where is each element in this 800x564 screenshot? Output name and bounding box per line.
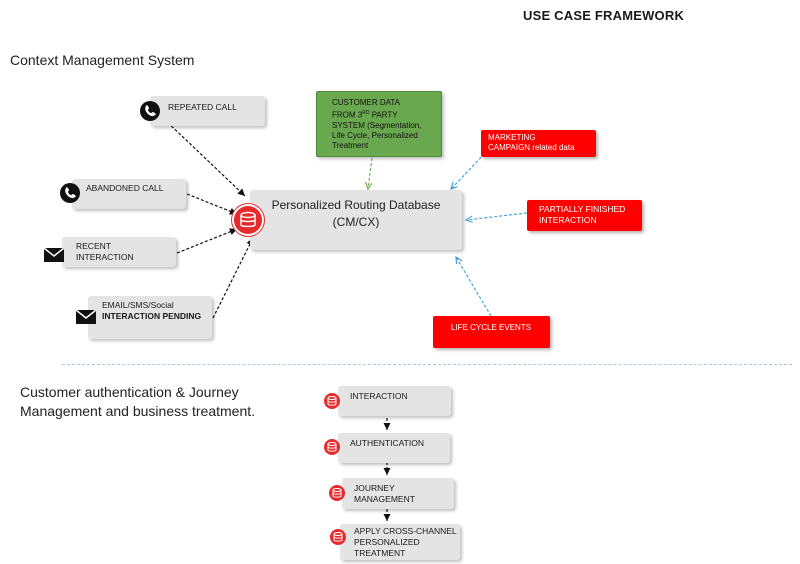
box-partially-finished: PARTIALLY FINISHED INTERACTION [527,200,642,231]
arrow-recent-interaction [176,228,238,254]
database-icon [234,206,262,234]
box-life-cycle-events: LIFE CYCLE EVENTS [433,316,550,348]
envelope-icon [75,309,97,324]
flow-step-journey-management: JOURNEY MANAGEMENT [342,478,454,509]
step-journey-label: JOURNEY MANAGEMENT [354,483,415,504]
step-authentication-label: AUTHENTICATION [350,438,424,448]
email-pending-label: EMAIL/SMS/Social INTERACTION PENDING [102,300,202,321]
phone-icon [60,183,80,203]
box-personalized-routing-database: Personalized Routing Database (CM/CX) [250,190,462,250]
database-icon [329,485,345,501]
section-heading-context: Context Management System [10,52,195,68]
arrow-lifecycle [456,257,492,317]
step-interaction-label: INTERACTION [350,391,408,401]
page-title: USE CASE FRAMEWORK [523,8,685,23]
life-cycle-events-label: LIFE CYCLE EVENTS [451,323,532,332]
customer-data-label: CUSTOMER DATA FROM 3RD PARTY SYSTEM (Seg… [332,98,422,150]
arrow-abandoned-call [186,193,238,215]
section-heading-authentication: Customer authentication & Journey Manage… [20,384,256,419]
database-icon [330,529,346,545]
box-customer-data-3rd-party: CUSTOMER DATA FROM 3RD PARTY SYSTEM (Seg… [316,91,442,157]
envelope-icon [43,247,65,262]
flow-step-interaction: INTERACTION [338,386,451,416]
flow-step-authentication: AUTHENTICATION [338,433,450,463]
arrow-partial [466,212,528,220]
database-icon [324,393,340,409]
recent-interaction-label: RECENT INTERACTION [76,241,134,262]
phone-icon [140,101,160,121]
arrow-repeated-call [163,118,246,197]
box-recent-interaction: RECENT INTERACTION [62,237,176,267]
flow-step-apply-treatment: APPLY CROSS-CHANNEL PERSONALIZED TREATME… [340,524,460,560]
arrow-customer-data [368,157,373,189]
repeated-call-label: REPEATED CALL [168,102,237,112]
routing-database-label: Personalized Routing Database (CM/CX) [271,198,441,229]
marketing-campaign-label: MARKETING CAMPAIGN related data [488,133,575,152]
arrow-email-pending [212,237,254,319]
box-marketing-campaign: MARKETING CAMPAIGN related data [481,130,596,157]
arrow-marketing [451,149,489,189]
box-email-pending: EMAIL/SMS/Social INTERACTION PENDING [88,296,212,339]
step-apply-treatment-label: APPLY CROSS-CHANNEL PERSONALIZED TREATME… [354,526,457,558]
box-repeated-call: REPEATED CALL [150,96,265,126]
database-icon [324,439,340,455]
partially-finished-label: PARTIALLY FINISHED INTERACTION [539,204,626,225]
abandoned-call-label: ABANDONED CALL [86,183,164,193]
section-separator [62,364,792,365]
box-abandoned-call: ABANDONED CALL [72,179,186,209]
